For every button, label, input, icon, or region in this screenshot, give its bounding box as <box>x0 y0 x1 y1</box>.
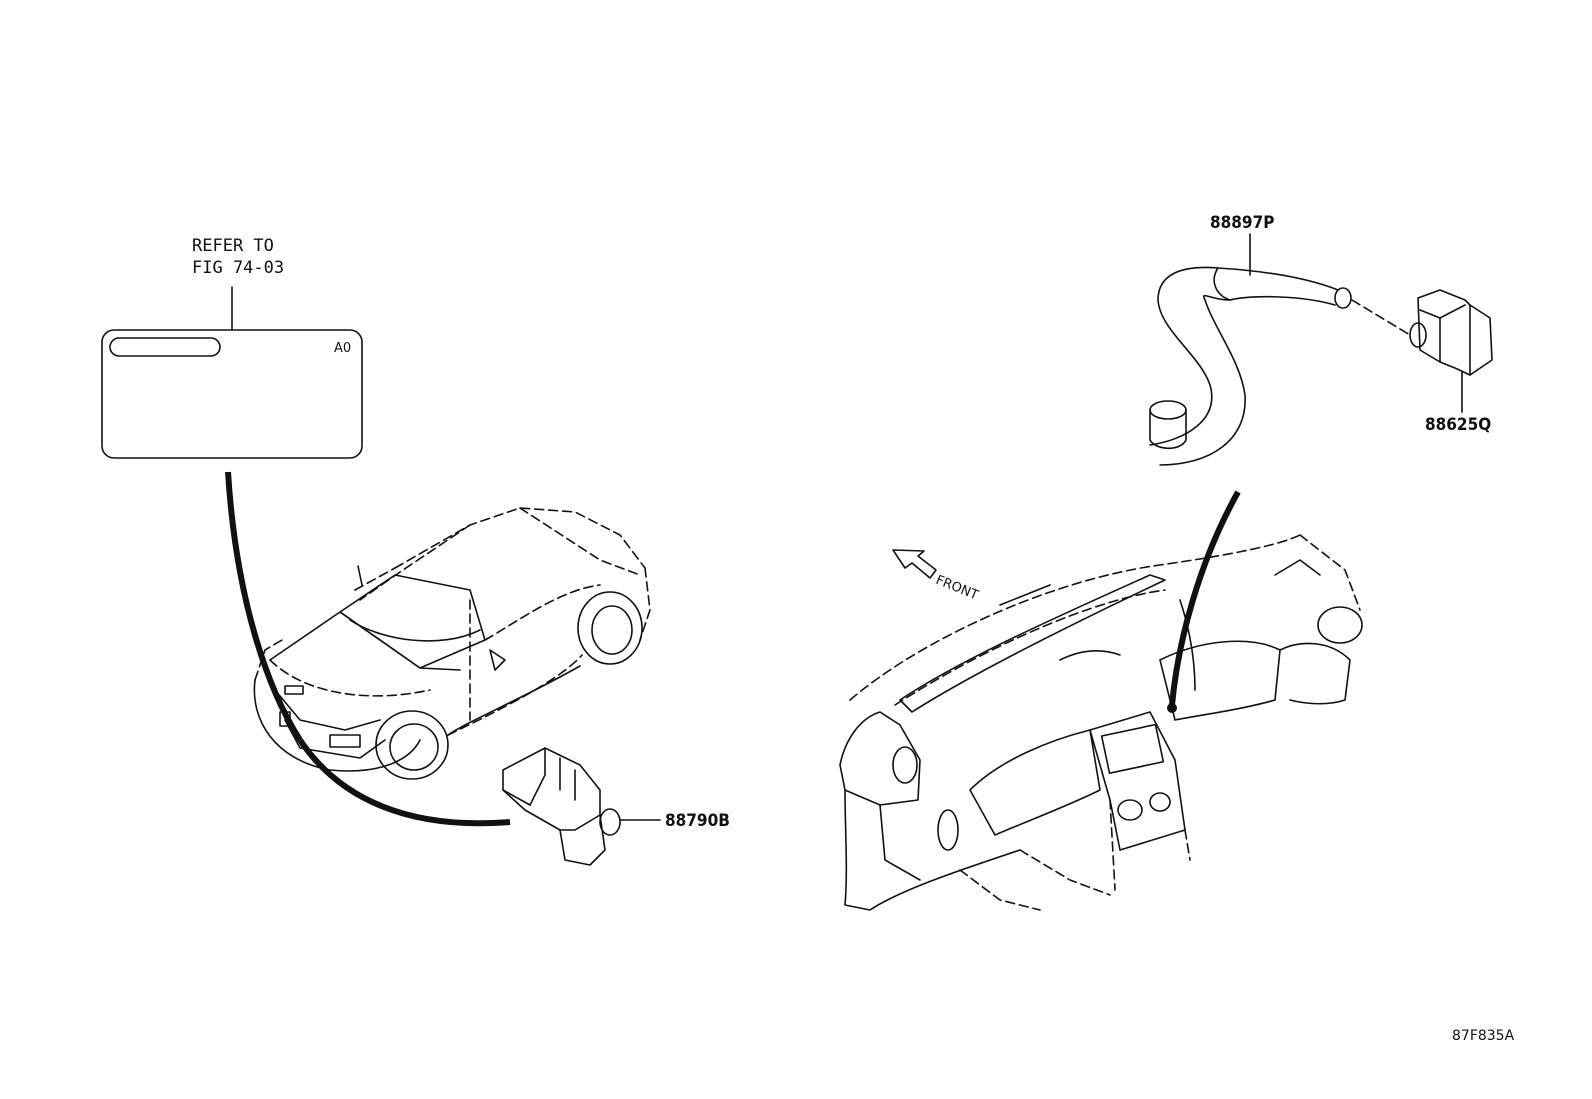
leader-hose-to-dash <box>1169 490 1241 706</box>
refer-box-slot <box>109 337 221 357</box>
refer-box <box>101 329 363 459</box>
sensor-88790b: 88790B <box>297 738 730 866</box>
part-number-88790b: 88790B <box>665 811 730 831</box>
front-label: FRONT <box>934 573 981 604</box>
refer-line-2: FIG 74-03 <box>192 258 284 278</box>
dashboard-illustration <box>839 534 1363 911</box>
refer-line-1: REFER TO <box>192 236 274 256</box>
hose-88897p: 88897P <box>1149 213 1411 466</box>
front-arrow-icon <box>892 549 937 579</box>
refer-callout: REFER TO FIG 74-03 A0 <box>101 236 363 459</box>
part-number-88897p: 88897P <box>1210 213 1274 233</box>
refer-box-tag: A0 <box>334 341 351 356</box>
leader-car-to-sensor <box>297 738 511 827</box>
front-direction-indicator: FRONT <box>892 549 981 604</box>
figure-code: 87F835A <box>1452 1028 1515 1044</box>
sensor-88625q: 88625Q <box>1409 289 1493 435</box>
car-illustration <box>253 507 651 780</box>
leader-box-to-car <box>225 471 303 742</box>
part-number-88625q: 88625Q <box>1425 415 1491 435</box>
